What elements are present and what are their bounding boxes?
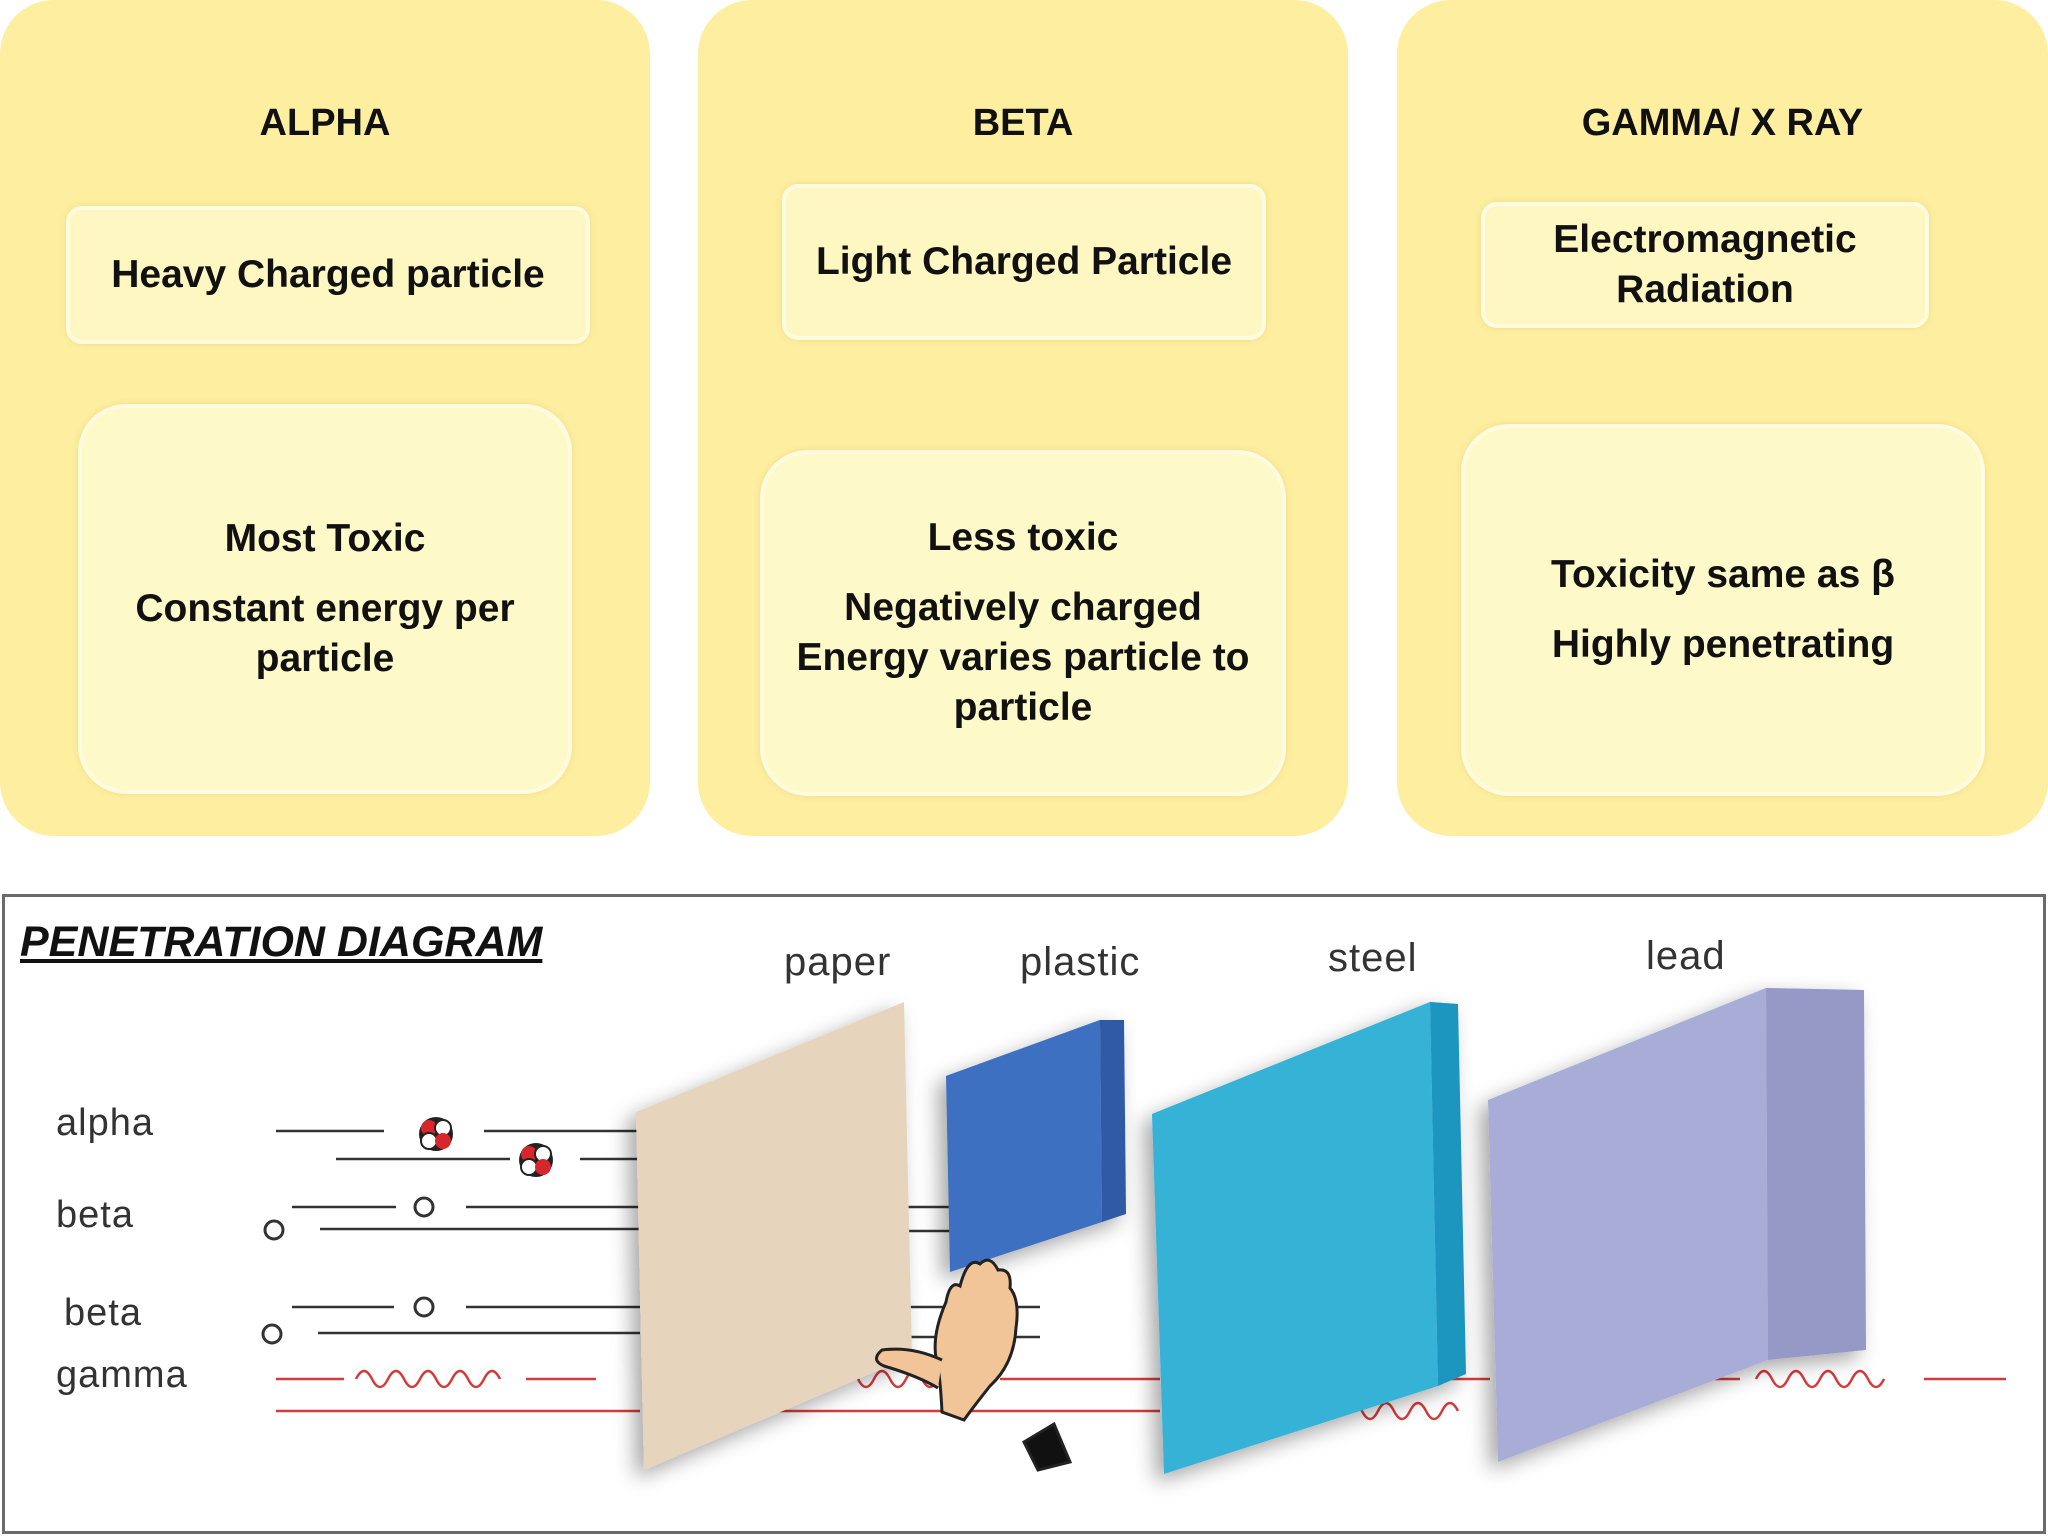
alpha-toxicity: Most Toxic xyxy=(224,517,426,560)
beta-toxicity: Less toxic xyxy=(927,516,1119,559)
hand-icon xyxy=(875,1258,1073,1472)
lead-slab xyxy=(1488,988,1866,1462)
alpha-particle-icon-2 xyxy=(519,1143,553,1177)
diagram-title: PENETRATION DIAGRAM xyxy=(20,918,543,966)
material-label-plastic: plastic xyxy=(1020,940,1141,984)
ray-label-beta-2: beta xyxy=(64,1292,142,1334)
beta-charge: Negatively charged xyxy=(844,586,1202,629)
gamma-type-line1: Electromagnetic xyxy=(1553,218,1857,261)
gamma-type-line2: Radiation xyxy=(1616,268,1794,311)
ray-label-gamma: gamma xyxy=(56,1354,188,1396)
gamma-penetration: Highly penetrating xyxy=(1551,623,1895,666)
beta-type-label: Light Charged Particle xyxy=(815,240,1233,283)
beta-type-box: Light Charged Particle xyxy=(782,184,1266,340)
beta-properties-box: Less toxic Negatively charged Energy var… xyxy=(760,450,1286,796)
alpha-energy-line2: particle xyxy=(255,637,395,680)
beta-particle-icon xyxy=(413,1196,435,1218)
paper-slab xyxy=(636,1002,912,1470)
alpha-panel: ALPHA Heavy Charged particle Most Toxic … xyxy=(0,0,650,836)
material-label-lead: lead xyxy=(1646,934,1726,978)
alpha-properties-box: Most Toxic Constant energy per particle xyxy=(78,404,572,794)
beta-title: BETA xyxy=(972,102,1074,144)
alpha-type-box: Heavy Charged particle xyxy=(66,206,590,344)
beta-energy-line1: Energy varies particle to xyxy=(796,636,1250,679)
material-label-paper: paper xyxy=(784,940,892,984)
beta-particle-icon-2 xyxy=(263,1219,285,1241)
alpha-rays xyxy=(276,1129,640,1161)
gamma-rays xyxy=(276,1369,2006,1421)
gamma-properties-box: Toxicity same as β Highly penetrating xyxy=(1461,424,1985,796)
alpha-title: ALPHA xyxy=(259,102,391,144)
steel-slab xyxy=(1152,1002,1466,1474)
ray-label-alpha: alpha xyxy=(56,1102,154,1144)
beta-energy-line2: particle xyxy=(953,686,1093,729)
plastic-slab xyxy=(946,1020,1126,1272)
gamma-title: GAMMA/ X RAY xyxy=(1581,102,1864,144)
beta-particle-icon-3 xyxy=(413,1296,435,1318)
gamma-type-box: Electromagnetic Radiation xyxy=(1481,202,1929,328)
gamma-toxicity: Toxicity same as β xyxy=(1551,553,1895,596)
gamma-panel: GAMMA/ X RAY Electromagnetic Radiation T… xyxy=(1397,0,2048,836)
ray-label-beta: beta xyxy=(56,1194,134,1236)
beta-panel: BETA Light Charged Particle Less toxic N… xyxy=(698,0,1348,836)
alpha-energy-line1: Constant energy per xyxy=(135,587,515,630)
alpha-particle-icon xyxy=(419,1117,453,1151)
material-label-steel: steel xyxy=(1328,936,1418,980)
beta-particle-icon-4 xyxy=(261,1323,283,1345)
alpha-type-label: Heavy Charged particle xyxy=(111,253,545,296)
